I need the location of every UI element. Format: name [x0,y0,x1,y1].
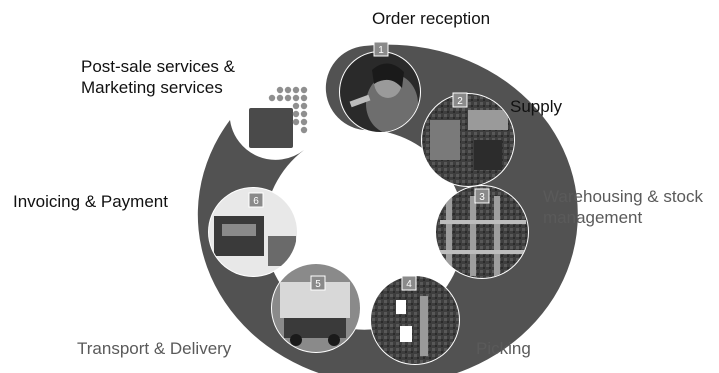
step-2-number: 2 [457,96,463,107]
step-3-number: 3 [479,192,485,203]
label-post-sale-line1: Post-sale services & [81,57,235,76]
step-2-photo [421,93,515,187]
step-3-badge: 3 [474,188,490,204]
step-1-badge: 1 [373,41,389,57]
label-post-sale-line2: Marketing services [81,78,223,97]
post-sale-logo-icon [249,86,308,148]
step-6-badge: 6 [248,192,264,208]
step-4-photo [370,275,460,365]
step-5-number: 5 [315,279,321,290]
label-order-reception: Order reception [372,9,491,28]
label-supply: Supply [510,97,562,116]
step-5-photo [271,263,361,353]
label-warehousing-line1: Warehousing & stock [543,187,703,206]
step-6-number: 6 [253,196,259,207]
label-invoicing-payment: Invoicing & Payment [13,192,168,211]
label-transport-delivery: Transport & Delivery [77,339,232,358]
step-1-number: 1 [378,45,384,56]
step-2-badge: 2 [452,92,468,108]
step-1-photo [339,51,421,133]
step-4-badge: 4 [401,275,417,291]
step-4-number: 4 [406,279,412,290]
step-5-badge: 5 [310,275,326,291]
label-warehousing-line2: management [543,208,643,227]
label-picking: Picking [476,339,531,358]
